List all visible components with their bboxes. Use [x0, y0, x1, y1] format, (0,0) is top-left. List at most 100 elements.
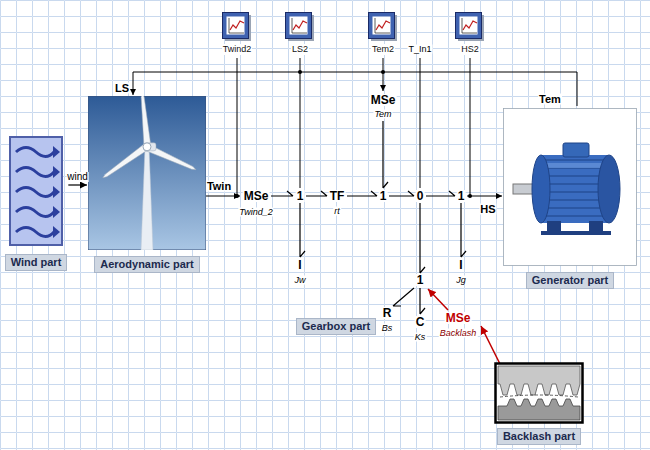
- generator-picture: [532, 155, 550, 223]
- scope-picture: [456, 13, 482, 39]
- source-element: MSe: [243, 190, 270, 202]
- scope-caption: Twind2: [222, 44, 253, 55]
- signal-wire: [467, 196, 502, 197]
- part-label: Wind part: [5, 254, 68, 271]
- scope-block: HS2: [455, 12, 485, 55]
- source-element: MSe: [370, 94, 397, 106]
- scope-picture: [376, 21, 390, 30]
- junction-element: 1: [296, 190, 305, 202]
- junction-element: 1: [379, 190, 388, 202]
- signal-dot: [468, 194, 472, 198]
- signal-wire: [133, 72, 134, 95]
- parameter-label: Jw: [294, 276, 307, 285]
- wind-picture: [53, 226, 60, 238]
- signal-label: Twin: [206, 181, 232, 192]
- bond-line: [420, 203, 425, 273]
- generator-picture: [543, 175, 607, 177]
- turbine-picture: [144, 143, 156, 151]
- scope-picture: [373, 17, 391, 35]
- junction-element: 1: [457, 190, 466, 202]
- bond-line: [420, 288, 425, 314]
- parameter-label: Backlash: [439, 329, 478, 338]
- resistor-element: R: [382, 307, 393, 319]
- junction-element: 1: [416, 274, 425, 286]
- wind-picture: [9, 136, 63, 246]
- parameter-label: Bs: [381, 324, 394, 333]
- wind-picture: [16, 168, 54, 177]
- signal-arrow: [68, 184, 87, 185]
- scope-picture: [223, 13, 249, 39]
- part-label: Gearbox part: [296, 318, 376, 335]
- turbine-picture: [143, 143, 151, 151]
- capacitor-element: C: [415, 316, 426, 328]
- scope-picture: [368, 12, 398, 42]
- signal-wire: [577, 72, 578, 106]
- wind-picture: [10, 137, 62, 245]
- scope-picture: [293, 21, 307, 30]
- turbine-picture: [100, 144, 148, 181]
- gearbox-part: Gearbox part: [296, 318, 376, 335]
- scope-picture: [455, 12, 485, 42]
- wind-picture: [53, 146, 60, 158]
- scope-picture: [222, 12, 252, 42]
- parameter-label: Jg: [455, 276, 467, 285]
- scope-picture: [227, 17, 245, 35]
- generator-picture: [563, 143, 589, 157]
- backlash-arrow: [428, 289, 448, 310]
- backlash-picture: [498, 399, 580, 420]
- bond-line: [271, 191, 293, 196]
- scope-block: LS2: [285, 12, 315, 55]
- wind-picture: [16, 148, 54, 157]
- signal-label: wind: [66, 172, 89, 182]
- scope-picture: [290, 17, 308, 35]
- signal-wire: [206, 196, 240, 197]
- backlash-picture: [500, 395, 578, 397]
- scope-picture: [292, 18, 307, 33]
- bond-line: [426, 191, 455, 196]
- turbine-picture: [88, 96, 206, 250]
- signal-label: Tem: [538, 94, 562, 105]
- scope-picture: [229, 18, 244, 33]
- scope-picture: [230, 21, 244, 30]
- junction-element: 0: [416, 190, 425, 202]
- scope-caption: HS2: [460, 44, 480, 55]
- turbine-picture: [139, 96, 151, 147]
- generator-picture: [541, 155, 607, 223]
- signal-dot: [381, 70, 385, 74]
- part-label: Backlash part: [497, 428, 581, 445]
- generator-picture: [513, 143, 620, 235]
- backlash-picture: [494, 362, 584, 424]
- signal-wire: [133, 72, 577, 73]
- scope-caption: Tem2: [371, 44, 395, 55]
- backlash-part: Backlash part: [494, 362, 584, 445]
- scope-picture: [462, 18, 477, 33]
- generator-picture: [598, 155, 620, 223]
- wind-picture: [53, 186, 60, 198]
- signal-label: T_In1: [407, 45, 432, 54]
- generator-part: Generator part: [503, 108, 637, 289]
- signal-wire: [300, 58, 301, 188]
- backlash-picture: [496, 364, 583, 423]
- wind-picture: [16, 228, 54, 237]
- turbine-picture: [100, 96, 197, 180]
- bond-line: [383, 121, 388, 188]
- generator-picture: [504, 109, 637, 266]
- bond-line: [393, 288, 414, 306]
- part-label: Generator part: [526, 272, 614, 289]
- scope-block: Twind2: [222, 12, 253, 55]
- scope-block: Tem2: [368, 12, 398, 55]
- signal-dot: [235, 70, 472, 198]
- backlash-arrow: [428, 289, 500, 364]
- shaft-label: LS: [114, 83, 130, 94]
- bond-line: [347, 191, 377, 196]
- wind-picture: [16, 188, 54, 197]
- signal-wire: [237, 58, 238, 196]
- turbine-picture: [141, 147, 153, 250]
- generator-picture: [543, 191, 607, 193]
- generator-picture: [503, 108, 637, 266]
- parameter-label: Twind_2: [238, 208, 273, 217]
- parameter-label: rt: [333, 207, 341, 216]
- wind-picture: [53, 166, 60, 178]
